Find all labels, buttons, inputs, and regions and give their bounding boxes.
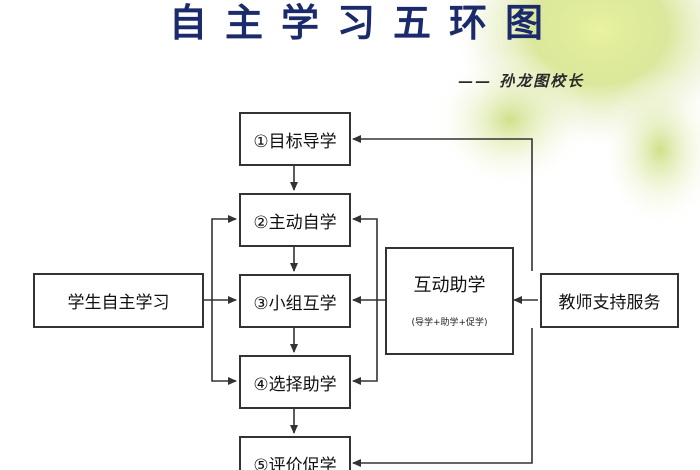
- flower-glow-left: [430, 50, 590, 190]
- flower-glow-right: [600, 70, 700, 230]
- arrow-interact-step2: [352, 215, 378, 300]
- student-box: 学生自主学习: [33, 273, 204, 328]
- step2-box: ②主动自学: [239, 193, 351, 247]
- step5-box: ⑤评价促学: [239, 436, 351, 470]
- step2-label: ②主动自学: [253, 212, 337, 233]
- teacher-box: 教师支持服务: [540, 273, 679, 328]
- arrow-interact-step4: [352, 300, 378, 385]
- interact-subtitle: (导学+助学+促学): [411, 317, 488, 328]
- teacher-label: 教师支持服务: [558, 293, 661, 313]
- arrow-teacher-step5: [352, 328, 533, 467]
- arrow-student-step2: [211, 215, 237, 300]
- step3-label: ③小组互学: [253, 293, 337, 314]
- student-label: 学生自主学习: [67, 293, 170, 313]
- author-byline: —— 孙龙图校长: [458, 72, 585, 90]
- interact-box: 互动助学 (导学+助学+促学): [385, 247, 514, 355]
- step4-box: ④选择助学: [239, 355, 351, 409]
- step1-box: ①目标导学: [239, 112, 351, 166]
- interact-title: 互动助学: [413, 274, 486, 296]
- diagram-title: 自主学习五环图: [168, 0, 561, 45]
- arrow-student-step4: [211, 300, 237, 385]
- step4-label: ④选择助学: [253, 374, 337, 395]
- arrow-teacher-step1: [352, 135, 533, 271]
- step1-label: ①目标导学: [253, 131, 337, 152]
- step3-box: ③小组互学: [239, 274, 351, 328]
- step5-label: ⑤评价促学: [253, 455, 337, 470]
